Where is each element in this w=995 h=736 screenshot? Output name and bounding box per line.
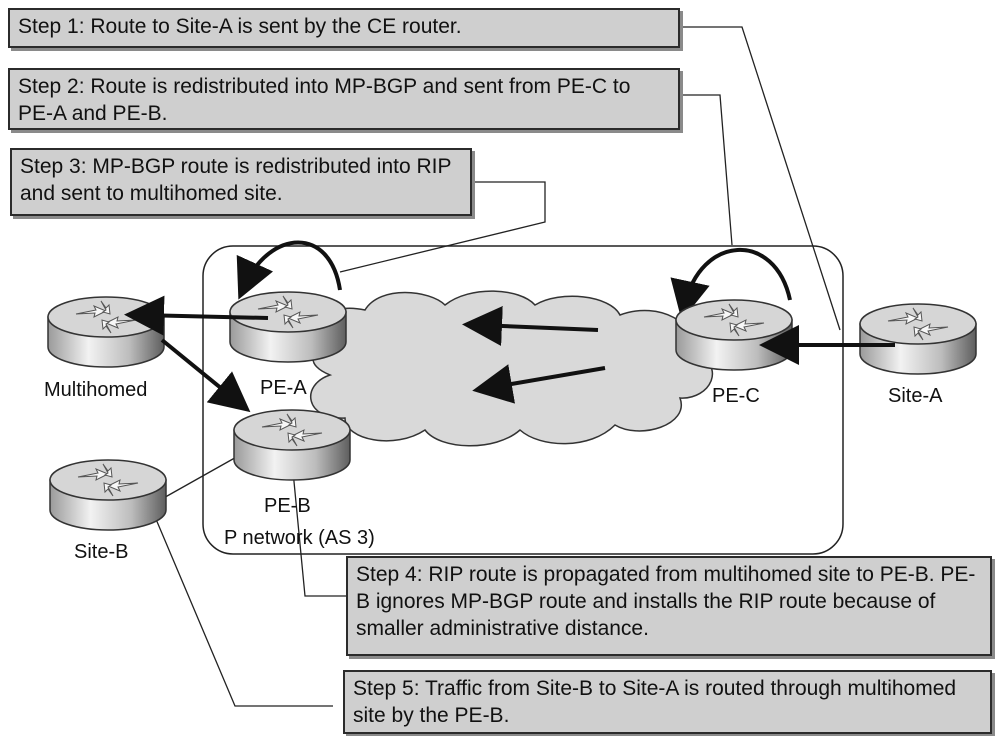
- cloud-arrow-lower: [472, 364, 606, 404]
- leader-step1: [680, 26, 841, 331]
- redistribute-arrow-pe-a: [236, 240, 342, 300]
- leader-step4: [289, 439, 346, 597]
- label-pe-b: PE-B: [264, 495, 311, 517]
- mpls-cloud: [310, 290, 713, 447]
- router-pe-c-icon: [675, 299, 793, 371]
- router-site-a-icon: [859, 303, 977, 375]
- label-pe-a: PE-A: [260, 377, 307, 399]
- label-multihomed: Multihomed: [44, 379, 148, 401]
- router-multihomed-icon: [47, 296, 165, 368]
- label-site-b: Site-B: [74, 541, 129, 563]
- leader-step5: [149, 504, 333, 707]
- arrow-pe-a-to-multihomed: [124, 295, 269, 336]
- cloud-arrow-upper: [462, 306, 599, 346]
- step-5-callout: Step 5: Traffic from Site-B to Site-A is…: [343, 670, 992, 734]
- link-site-b-pe-b: [159, 454, 241, 501]
- redistribute-arrow-pe-c: [670, 247, 792, 321]
- step-1-callout: Step 1: Route to Site-A is sent by the C…: [8, 8, 680, 48]
- label-p-network: P network (AS 3): [224, 527, 375, 549]
- label-pe-c: PE-C: [712, 385, 760, 407]
- leader-step2: [680, 94, 733, 246]
- step-3-callout: Step 3: MP-BGP route is redistributed in…: [10, 148, 472, 216]
- label-site-a: Site-A: [888, 385, 943, 407]
- router-pe-a-icon: [229, 291, 347, 363]
- step-2-callout: Step 2: Route is redistributed into MP-B…: [8, 68, 680, 130]
- router-site-b-icon: [49, 459, 167, 531]
- step-4-callout: Step 4: RIP route is propagated from mul…: [346, 556, 992, 656]
- router-pe-b-icon: [233, 409, 351, 481]
- arrow-multihomed-to-pe-b: [160, 338, 251, 413]
- leader-step3: [339, 181, 546, 273]
